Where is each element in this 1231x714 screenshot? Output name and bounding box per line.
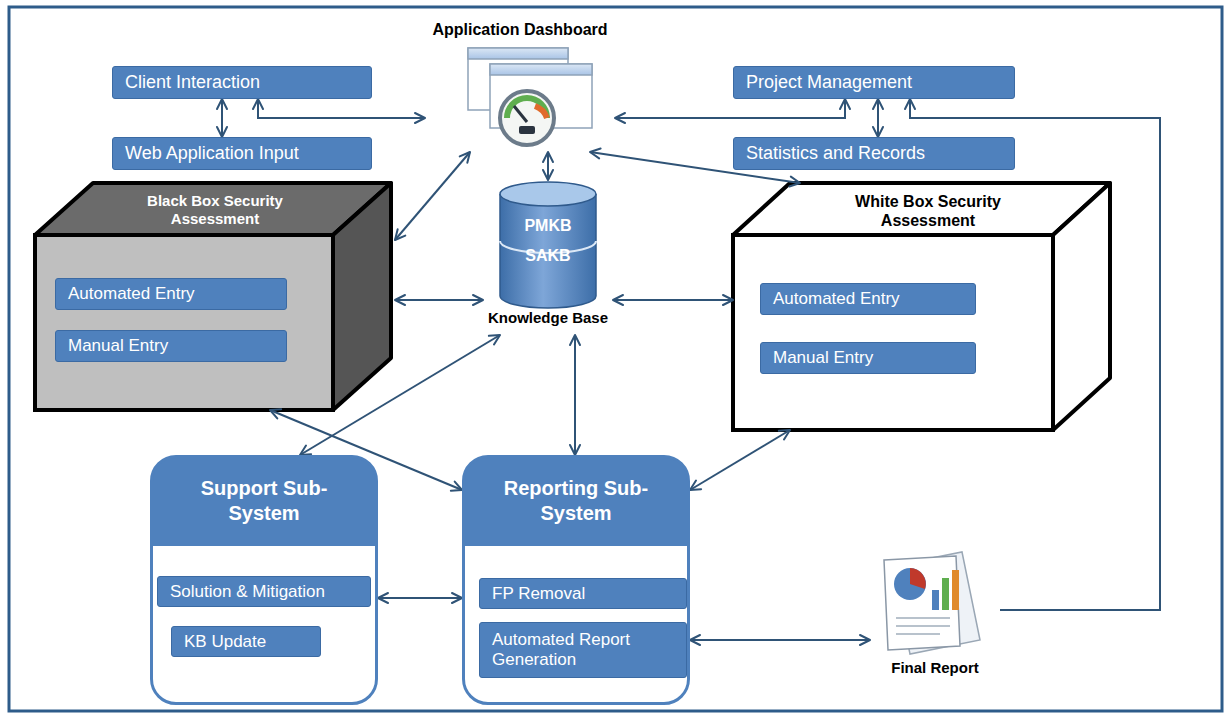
box-label: Automated Entry — [773, 289, 900, 309]
black-box-cube — [35, 183, 391, 410]
connector — [613, 299, 733, 301]
function-box: KB Update — [171, 626, 321, 657]
database-cylinder — [500, 182, 596, 308]
dashboard-icon — [468, 48, 592, 145]
function-box: Solution & Mitigation — [157, 576, 371, 607]
knowledge-base-cylinder: PMKB SAKB Knowledge Base — [483, 180, 613, 335]
gauge-base — [519, 126, 535, 134]
report-node: Final Report — [870, 548, 1000, 683]
connector — [221, 99, 223, 137]
cube-front — [733, 235, 1053, 430]
dashboard-node: Application Dashboard — [425, 20, 615, 152]
cylinder-top — [500, 182, 596, 206]
box-label: Manual Entry — [68, 336, 168, 356]
box-label: KB Update — [184, 632, 266, 652]
heading-label: Knowledge Base — [483, 308, 613, 328]
heading-label: White Box Security Assessment — [828, 192, 1028, 230]
report-page — [884, 556, 960, 650]
function-box: Automated Report Generation — [479, 622, 687, 678]
connector — [690, 430, 790, 490]
subsystem-panel: Support Sub-SystemSolution & MitigationK… — [150, 455, 378, 705]
gauge — [500, 91, 554, 145]
heading-label: SAKB — [483, 246, 613, 266]
pie-chart — [894, 568, 926, 600]
function-box: FP Removal — [479, 578, 687, 609]
cylinder-edge — [500, 296, 596, 308]
box-label: Solution & Mitigation — [170, 582, 325, 602]
entry-box: Manual Entry — [760, 342, 976, 374]
connector — [690, 639, 870, 641]
heading-label: Application Dashboard — [425, 20, 615, 40]
entry-box: Automated Entry — [760, 283, 976, 315]
window-bar — [490, 64, 592, 75]
connector — [574, 335, 576, 455]
cylinder-edge — [595, 194, 597, 296]
gauge-arc — [507, 98, 547, 118]
process-box: Web Application Input — [112, 137, 372, 170]
white-box-cube — [733, 183, 1110, 430]
connector — [300, 335, 500, 455]
cylinder-bottom — [500, 284, 596, 308]
pie-slice — [910, 568, 926, 589]
window-bar — [468, 48, 568, 59]
connector — [395, 299, 483, 301]
heading-label: Black Box Security Assessment — [130, 192, 300, 228]
cube-front — [35, 235, 333, 410]
report-icon — [884, 552, 980, 654]
bar — [942, 578, 949, 610]
box-label: Automated Entry — [68, 284, 195, 304]
box-label: Web Application Input — [125, 143, 299, 164]
entry-box: Automated Entry — [55, 278, 287, 310]
heading-label: PMKB — [483, 216, 613, 236]
box-label: FP Removal — [492, 584, 585, 604]
gauge-arc — [535, 106, 547, 118]
heading-label: Final Report — [870, 658, 1000, 678]
bar — [952, 570, 959, 610]
text-line — [896, 617, 950, 619]
heading-label: Support Sub-System — [184, 476, 344, 526]
process-box: Client Interaction — [112, 66, 372, 99]
cube-side — [1053, 183, 1110, 430]
connector — [395, 152, 470, 240]
cylinder-edge — [499, 194, 501, 296]
text-line — [896, 625, 950, 627]
cube-top — [733, 183, 1110, 235]
subsystem-panel: Reporting Sub-System FP RemovalAutomated … — [462, 455, 690, 705]
gauge-needle — [514, 106, 527, 122]
connector — [378, 597, 462, 599]
cube-top — [35, 183, 391, 235]
box-label: Statistics and Records — [746, 143, 925, 164]
connector — [877, 99, 879, 137]
cube-side — [333, 183, 391, 410]
box-label: Manual Entry — [773, 348, 873, 368]
outer-frame — [9, 7, 1222, 711]
connector — [547, 152, 549, 180]
connector — [258, 99, 425, 118]
text-line — [896, 633, 940, 635]
box-label: Automated Report Generation — [492, 630, 674, 669]
entry-box: Manual Entry — [55, 330, 287, 362]
heading-label: Reporting Sub-System — [496, 476, 656, 526]
bar — [932, 590, 939, 610]
assessment-cube: White Box Security AssessmentAutomated E… — [733, 183, 1110, 430]
assessment-cube: Black Box Security AssessmentAutomated E… — [35, 183, 395, 410]
process-box: Statistics and Records — [733, 137, 1015, 170]
process-box: Project Management — [733, 66, 1015, 99]
connector — [615, 99, 845, 118]
box-label: Client Interaction — [125, 72, 260, 93]
cylinder-body — [500, 194, 596, 296]
box-label: Project Management — [746, 72, 912, 93]
